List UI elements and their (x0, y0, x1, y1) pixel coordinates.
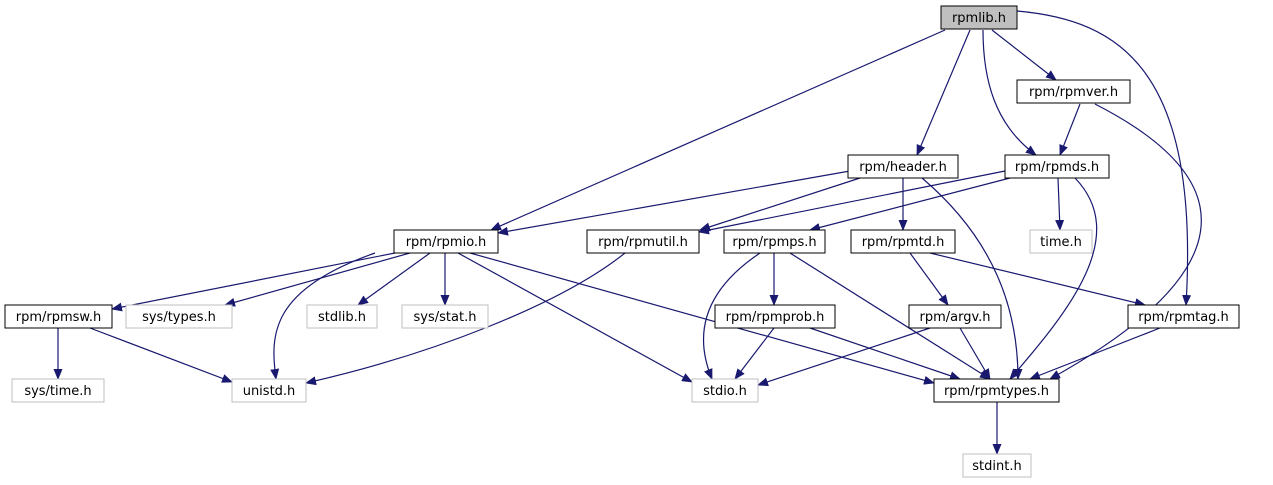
node-label: rpm/rpmsw.h (16, 310, 101, 325)
edge-rpmlib-to-rpmtag (1016, 10, 1192, 306)
edge-rpmps-to-stdio (702, 252, 761, 380)
node-box (691, 378, 759, 403)
edge-rpmver-to-rpmds (1059, 103, 1081, 156)
node-time: time.h (1029, 229, 1093, 254)
node-rpmver[interactable]: rpm/rpmver.h (1016, 79, 1131, 104)
edge-rpmio-to-systypes (224, 252, 411, 307)
edge-rpmtd-to-rpmtag (929, 252, 1146, 308)
edge-header-to-rpmio (497, 170, 851, 236)
edge-rpmio-to-stdlib (357, 252, 431, 306)
node-label: rpm/rpmtd.h (862, 235, 945, 250)
node-label: rpm/rpmutil.h (598, 235, 688, 250)
node-box (714, 304, 836, 329)
edge-rpmio-to-rpmsw (111, 252, 396, 312)
node-box (306, 304, 378, 329)
node-rpmlib[interactable]: rpmlib.h (940, 5, 1018, 30)
node-box (125, 304, 233, 329)
node-rpmprob[interactable]: rpm/rpmprob.h (714, 304, 836, 329)
node-box (940, 5, 1018, 30)
node-label: sys/time.h (24, 384, 91, 399)
node-stdlib: stdlib.h (306, 304, 378, 329)
edge-argv-to-stdio (757, 327, 931, 387)
edge-rpmds-to-rpmutil (698, 170, 1006, 235)
edge-rpmlib-to-rpmver (991, 29, 1057, 81)
node-box (847, 154, 959, 179)
node-box (933, 378, 1060, 403)
node-box (850, 229, 956, 254)
node-rpmps[interactable]: rpm/rpmps.h (723, 229, 826, 254)
node-label: rpm/rpmds.h (1015, 160, 1099, 175)
edge-rpmlib-to-rpmds (982, 29, 1037, 156)
node-sysstat: sys/stat.h (401, 304, 489, 329)
node-box (1127, 304, 1240, 329)
node-rpmtd[interactable]: rpm/rpmtd.h (850, 229, 956, 254)
node-box (231, 378, 307, 403)
node-box (393, 229, 499, 254)
edge-rpmprob-to-rpmtypes (809, 327, 961, 381)
edge-rpmtd-to-argv (909, 252, 949, 306)
edge-rpmsw-to-unistd (89, 327, 233, 383)
node-unistd: unistd.h (231, 378, 307, 403)
node-label: rpm/rpmver.h (1029, 85, 1118, 100)
edge-rpmlib-to-rpmio (490, 29, 946, 231)
edge-argv-to-rpmtypes (959, 327, 991, 380)
edge-rpmds-to-time (1055, 177, 1065, 231)
node-label: rpm/rpmtypes.h (944, 384, 1049, 399)
node-label: stdint.h (972, 459, 1021, 474)
node-header[interactable]: rpm/header.h (847, 154, 959, 179)
node-label: stdio.h (703, 384, 747, 399)
edge-rpmps-to-rpmtypes (789, 252, 991, 380)
edge-rpmio-to-rpmtypes (469, 252, 935, 385)
node-rpmtag[interactable]: rpm/rpmtag.h (1127, 304, 1240, 329)
edge-rpmtag-to-rpmtypes (1029, 327, 1161, 380)
node-box (401, 304, 489, 329)
node-box (1004, 154, 1110, 179)
edge-header-to-rpmutil (699, 177, 861, 232)
node-label: unistd.h (243, 384, 296, 399)
node-label: rpm/rpmio.h (406, 235, 487, 250)
node-systime: sys/time.h (11, 378, 105, 403)
edge-rpmds-to-rpmps (809, 177, 1011, 232)
edge-header-to-rpmtypes (921, 177, 1023, 380)
node-rpmds[interactable]: rpm/rpmds.h (1004, 154, 1110, 179)
node-label: rpmlib.h (952, 11, 1006, 26)
edge-rpmio-to-stdio (457, 252, 693, 383)
nodes-layer: rpmlib.h rpm/rpmver.h rpm/header.h rpm/rpmd… (4, 5, 1240, 478)
node-label: rpm/rpmprob.h (726, 310, 825, 325)
node-stdint: stdint.h (962, 453, 1032, 478)
node-systypes: sys/types.h (125, 304, 233, 329)
node-label: sys/stat.h (414, 310, 477, 325)
edges-layer (53, 10, 1202, 455)
node-label: rpm/rpmtag.h (1138, 310, 1229, 325)
node-rpmtypes[interactable]: rpm/rpmtypes.h (933, 378, 1060, 403)
edge-rpmprob-to-stdio (734, 327, 775, 380)
node-box (4, 304, 113, 329)
node-box (1016, 79, 1131, 104)
node-label: time.h (1040, 235, 1082, 250)
edge-rpmlib-to-header (916, 29, 971, 156)
node-box (1029, 229, 1093, 254)
node-label: rpm/header.h (859, 160, 947, 175)
node-stdio: stdio.h (691, 378, 759, 403)
node-label: rpm/rpmps.h (732, 235, 816, 250)
node-box (586, 229, 700, 254)
node-label: stdlib.h (318, 310, 366, 325)
node-box (962, 453, 1032, 478)
node-argv[interactable]: rpm/argv.h (908, 304, 1002, 329)
node-box (723, 229, 826, 254)
edge-rpmds-to-rpmtypes (1009, 177, 1098, 380)
node-rpmio[interactable]: rpm/rpmio.h (393, 229, 499, 254)
node-box (908, 304, 1002, 329)
edge-rpmio-to-unistd (270, 252, 376, 380)
node-label: sys/types.h (142, 310, 216, 325)
node-box (11, 378, 105, 403)
node-rpmutil[interactable]: rpm/rpmutil.h (586, 229, 700, 254)
node-rpmsw[interactable]: rpm/rpmsw.h (4, 304, 113, 329)
node-label: rpm/argv.h (919, 310, 990, 325)
